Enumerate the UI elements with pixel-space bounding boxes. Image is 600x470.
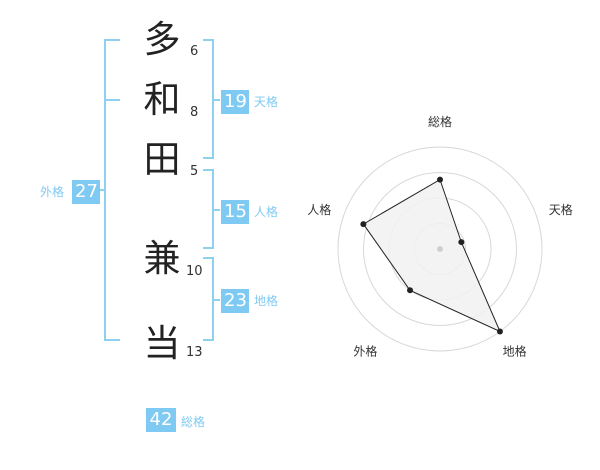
- stroke-count-1: 6: [190, 44, 199, 59]
- chikaku-bracket: [203, 257, 220, 341]
- stroke-count-2: 8: [190, 105, 199, 120]
- jinkaku-value-badge: 15: [221, 200, 249, 224]
- radar-axis-label-gaikaku: 外格: [353, 344, 377, 359]
- name-char-1: 多: [143, 18, 181, 61]
- jinkaku-label: 人格: [254, 205, 279, 219]
- gaikaku-value-badge: 27: [72, 180, 100, 204]
- stroke-count-3: 5: [190, 164, 199, 179]
- tenkaku-value-badge: 19: [221, 90, 249, 114]
- radar-axis-label-tenkaku: 天格: [549, 202, 573, 217]
- gaikaku-label: 外格: [40, 185, 65, 199]
- radar-point: [496, 328, 503, 335]
- name-char-5: 当: [143, 322, 181, 365]
- chikaku-label: 地格: [254, 294, 279, 308]
- tenkaku-bracket: [203, 39, 220, 159]
- radar-point: [437, 176, 443, 183]
- radar-axis-label-soukaku: 総格: [428, 114, 452, 129]
- soukaku-value-badge: 42: [146, 408, 176, 432]
- tenkaku-label: 天格: [254, 95, 279, 109]
- soukaku-label: 総格: [181, 415, 206, 429]
- name-char-2: 和: [143, 78, 181, 121]
- radar-point: [360, 221, 367, 228]
- stroke-count-5: 13: [186, 345, 203, 360]
- radar-center-dot: [437, 246, 443, 252]
- name-char-3: 田: [143, 138, 181, 181]
- radar-shape: [362, 178, 501, 333]
- radar-ring: [337, 146, 543, 352]
- jinkaku-bracket: [203, 169, 220, 249]
- radar-point: [407, 287, 414, 294]
- radar-axis-label-chikaku: 地格: [503, 344, 527, 359]
- radar-chart: 総格 天格 地格 外格 人格: [307, 114, 573, 359]
- bracket-lines: [92, 39, 220, 341]
- radar-ring: [363, 172, 517, 326]
- chikaku-value-badge: 23: [221, 289, 249, 313]
- name-char-4: 兼: [143, 237, 181, 280]
- radar-points: [360, 176, 503, 335]
- radar-point: [458, 239, 465, 246]
- radar-axis-label-jinkaku: 人格: [307, 202, 331, 217]
- stroke-count-4: 10: [186, 264, 203, 279]
